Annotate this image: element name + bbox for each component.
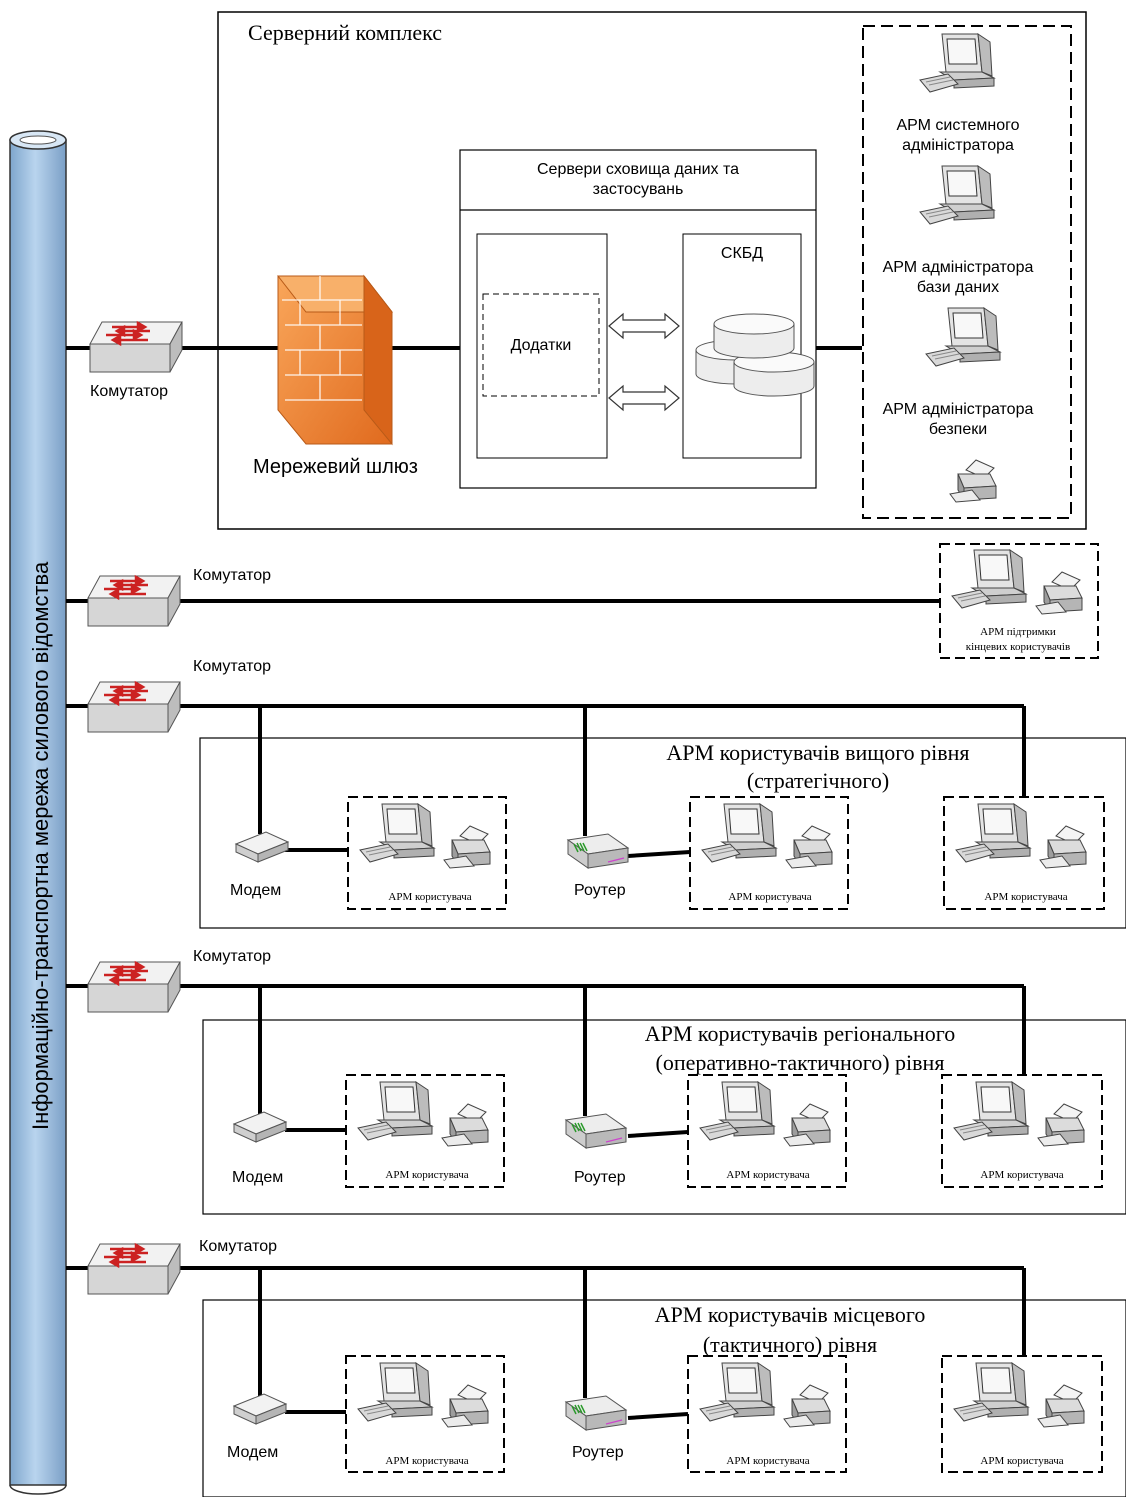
workstation-label: АРМ користувача xyxy=(388,891,471,903)
router-label: Роутер xyxy=(574,882,626,899)
admin-ws-label: АРМ адміністратора xyxy=(883,259,1034,276)
admin-workstations-box xyxy=(862,25,1072,519)
switch-icon xyxy=(86,960,182,1014)
router-icon xyxy=(565,1395,627,1431)
switch-label: Комутатор xyxy=(193,948,271,965)
tier-regional: Комутатор АРМ користувачів регіонального… xyxy=(66,948,1126,1215)
admin-ws-label: адміністратора xyxy=(902,137,1014,154)
admin-ws-label: АРМ адміністратора xyxy=(883,401,1034,418)
tier-title: (тактичного) рівня xyxy=(703,1332,877,1357)
switch-label: Комутатор xyxy=(90,383,168,400)
gateway-label: Мережевий шлюз xyxy=(253,456,418,478)
switch-icon xyxy=(86,1242,182,1296)
workstation-label: АРМ користувача xyxy=(984,891,1067,903)
switch-label: Комутатор xyxy=(199,1238,277,1255)
apps-label: Додатки xyxy=(511,337,572,354)
workstation-label: АРМ користувача xyxy=(385,1455,468,1467)
support-box-label: АРМ підтримки xyxy=(980,626,1056,638)
tier-title: (стратегічного) xyxy=(747,768,889,793)
admin-ws-label: АРМ системного xyxy=(896,117,1019,134)
switch-icon xyxy=(86,574,182,628)
router-icon xyxy=(565,1113,627,1149)
firewall-icon xyxy=(276,274,394,446)
tier-local: Комутатор АРМ користувачів місцевого (та… xyxy=(66,1238,1126,1497)
tier-title: АРМ користувачів регіонального xyxy=(645,1021,956,1046)
switch-label: Комутатор xyxy=(193,567,271,584)
router-label: Роутер xyxy=(574,1169,626,1186)
apps-box xyxy=(482,293,600,397)
admin-ws-label: безпеки xyxy=(929,421,987,438)
tier-title: АРМ користувачів місцевого xyxy=(655,1302,926,1327)
workstation-label: АРМ користувача xyxy=(980,1169,1063,1181)
modem-label: Модем xyxy=(232,1169,283,1186)
backbone-tube xyxy=(9,130,67,1495)
tier-title: АРМ користувачів вищого рівня xyxy=(666,740,969,765)
workstation-label: АРМ користувача xyxy=(385,1169,468,1181)
tier-frame xyxy=(199,737,1126,929)
switch-label: Комутатор xyxy=(193,658,271,675)
switch-icon xyxy=(86,680,182,734)
servers-box-title-2: застосувань xyxy=(593,181,684,198)
modem-label: Модем xyxy=(230,882,281,899)
switch-icon xyxy=(88,320,184,374)
server-complex-title: Серверний комплекс xyxy=(248,20,442,45)
tier-strategic: Комутатор АРМ користувачів вищого рівня … xyxy=(66,658,1126,929)
workstation-label: АРМ користувача xyxy=(728,891,811,903)
admin-ws-label: бази даних xyxy=(917,279,999,296)
support-box-label: кінцевих користувачів xyxy=(966,641,1070,653)
tier-frame xyxy=(202,1019,1126,1215)
backbone-label: Інформаційно-транспортна мережа силового… xyxy=(28,561,53,1130)
servers-box-title-1: Сервери сховища даних та xyxy=(537,161,739,178)
modem-icon xyxy=(233,1393,287,1425)
tier-title: (оперативно-тактичного) рівня xyxy=(656,1050,945,1075)
modem-icon xyxy=(233,1111,287,1143)
workstation-label: АРМ користувача xyxy=(726,1169,809,1181)
dbms-label: СКБД xyxy=(721,245,763,262)
modem-label: Модем xyxy=(227,1444,278,1461)
tier-frame xyxy=(202,1299,1126,1497)
workstation-label: АРМ користувача xyxy=(980,1455,1063,1467)
router-icon xyxy=(567,833,629,869)
modem-icon xyxy=(235,831,289,863)
router-label: Роутер xyxy=(572,1444,624,1461)
workstation-label: АРМ користувача xyxy=(726,1455,809,1467)
